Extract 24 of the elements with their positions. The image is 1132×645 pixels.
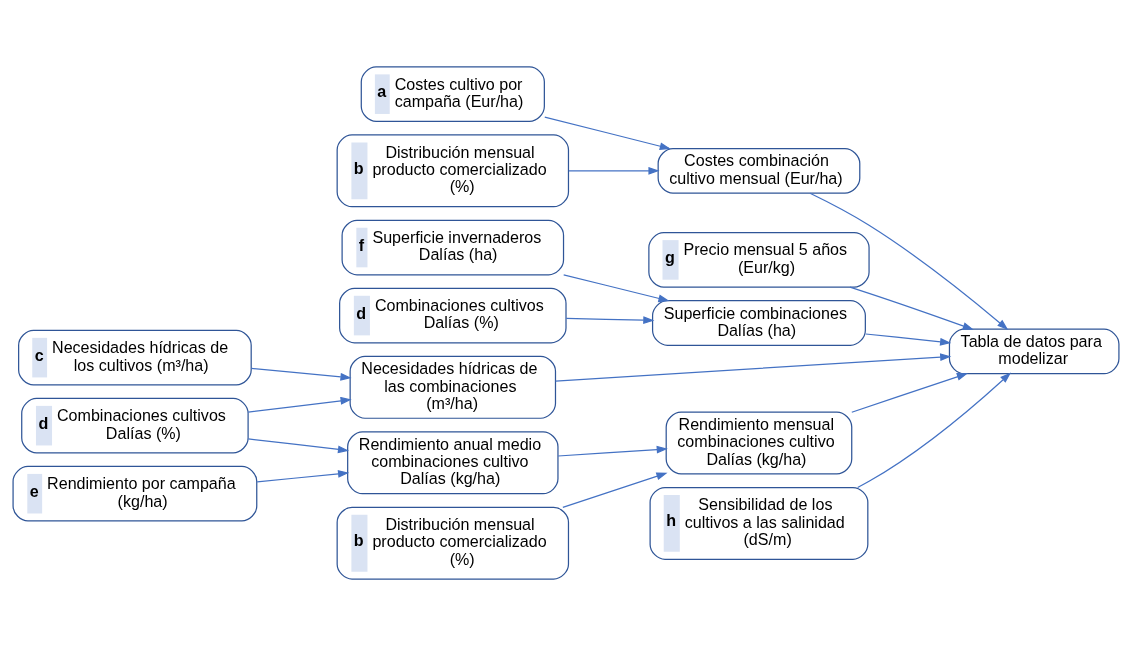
arrow [568, 166, 660, 175]
node-box: Rendimiento mensual combinaciones cultivo Dalías (kg/ha) [665, 410, 853, 475]
node-box: b Distribución mensual producto comercializado (%) [336, 133, 570, 207]
arrow [544, 115, 671, 150]
arrow [865, 332, 952, 346]
node-box: Tabla de datos para modelizar [948, 328, 1120, 374]
arrow [250, 367, 352, 381]
node-box: b Distribución mensual producto comercializado (%) [336, 506, 570, 580]
node-box: h Sensibilidad de los cultivos a las salinidad (dS/m) [649, 486, 869, 560]
arrow [857, 371, 1012, 488]
arrow [557, 445, 668, 457]
arrow [247, 396, 352, 413]
arrow [562, 472, 668, 508]
arrow [565, 315, 655, 324]
arrow [809, 192, 1009, 330]
node-box: Costes combinación cultivo mensual (Eur/ha) [657, 147, 861, 194]
arrow [851, 372, 968, 413]
arrow [554, 352, 952, 382]
arrow [563, 273, 670, 302]
arrow [256, 469, 350, 482]
node-box: Superficie combinaciones Dalías (ha) [651, 299, 866, 346]
node-box: Necesidades hídricas de las combinaciones (m³/ha) [349, 355, 557, 419]
arrow [247, 437, 350, 453]
node-box: Rendimiento anual medio combinaciones cultivo Dalías (kg/ha) [347, 430, 559, 494]
